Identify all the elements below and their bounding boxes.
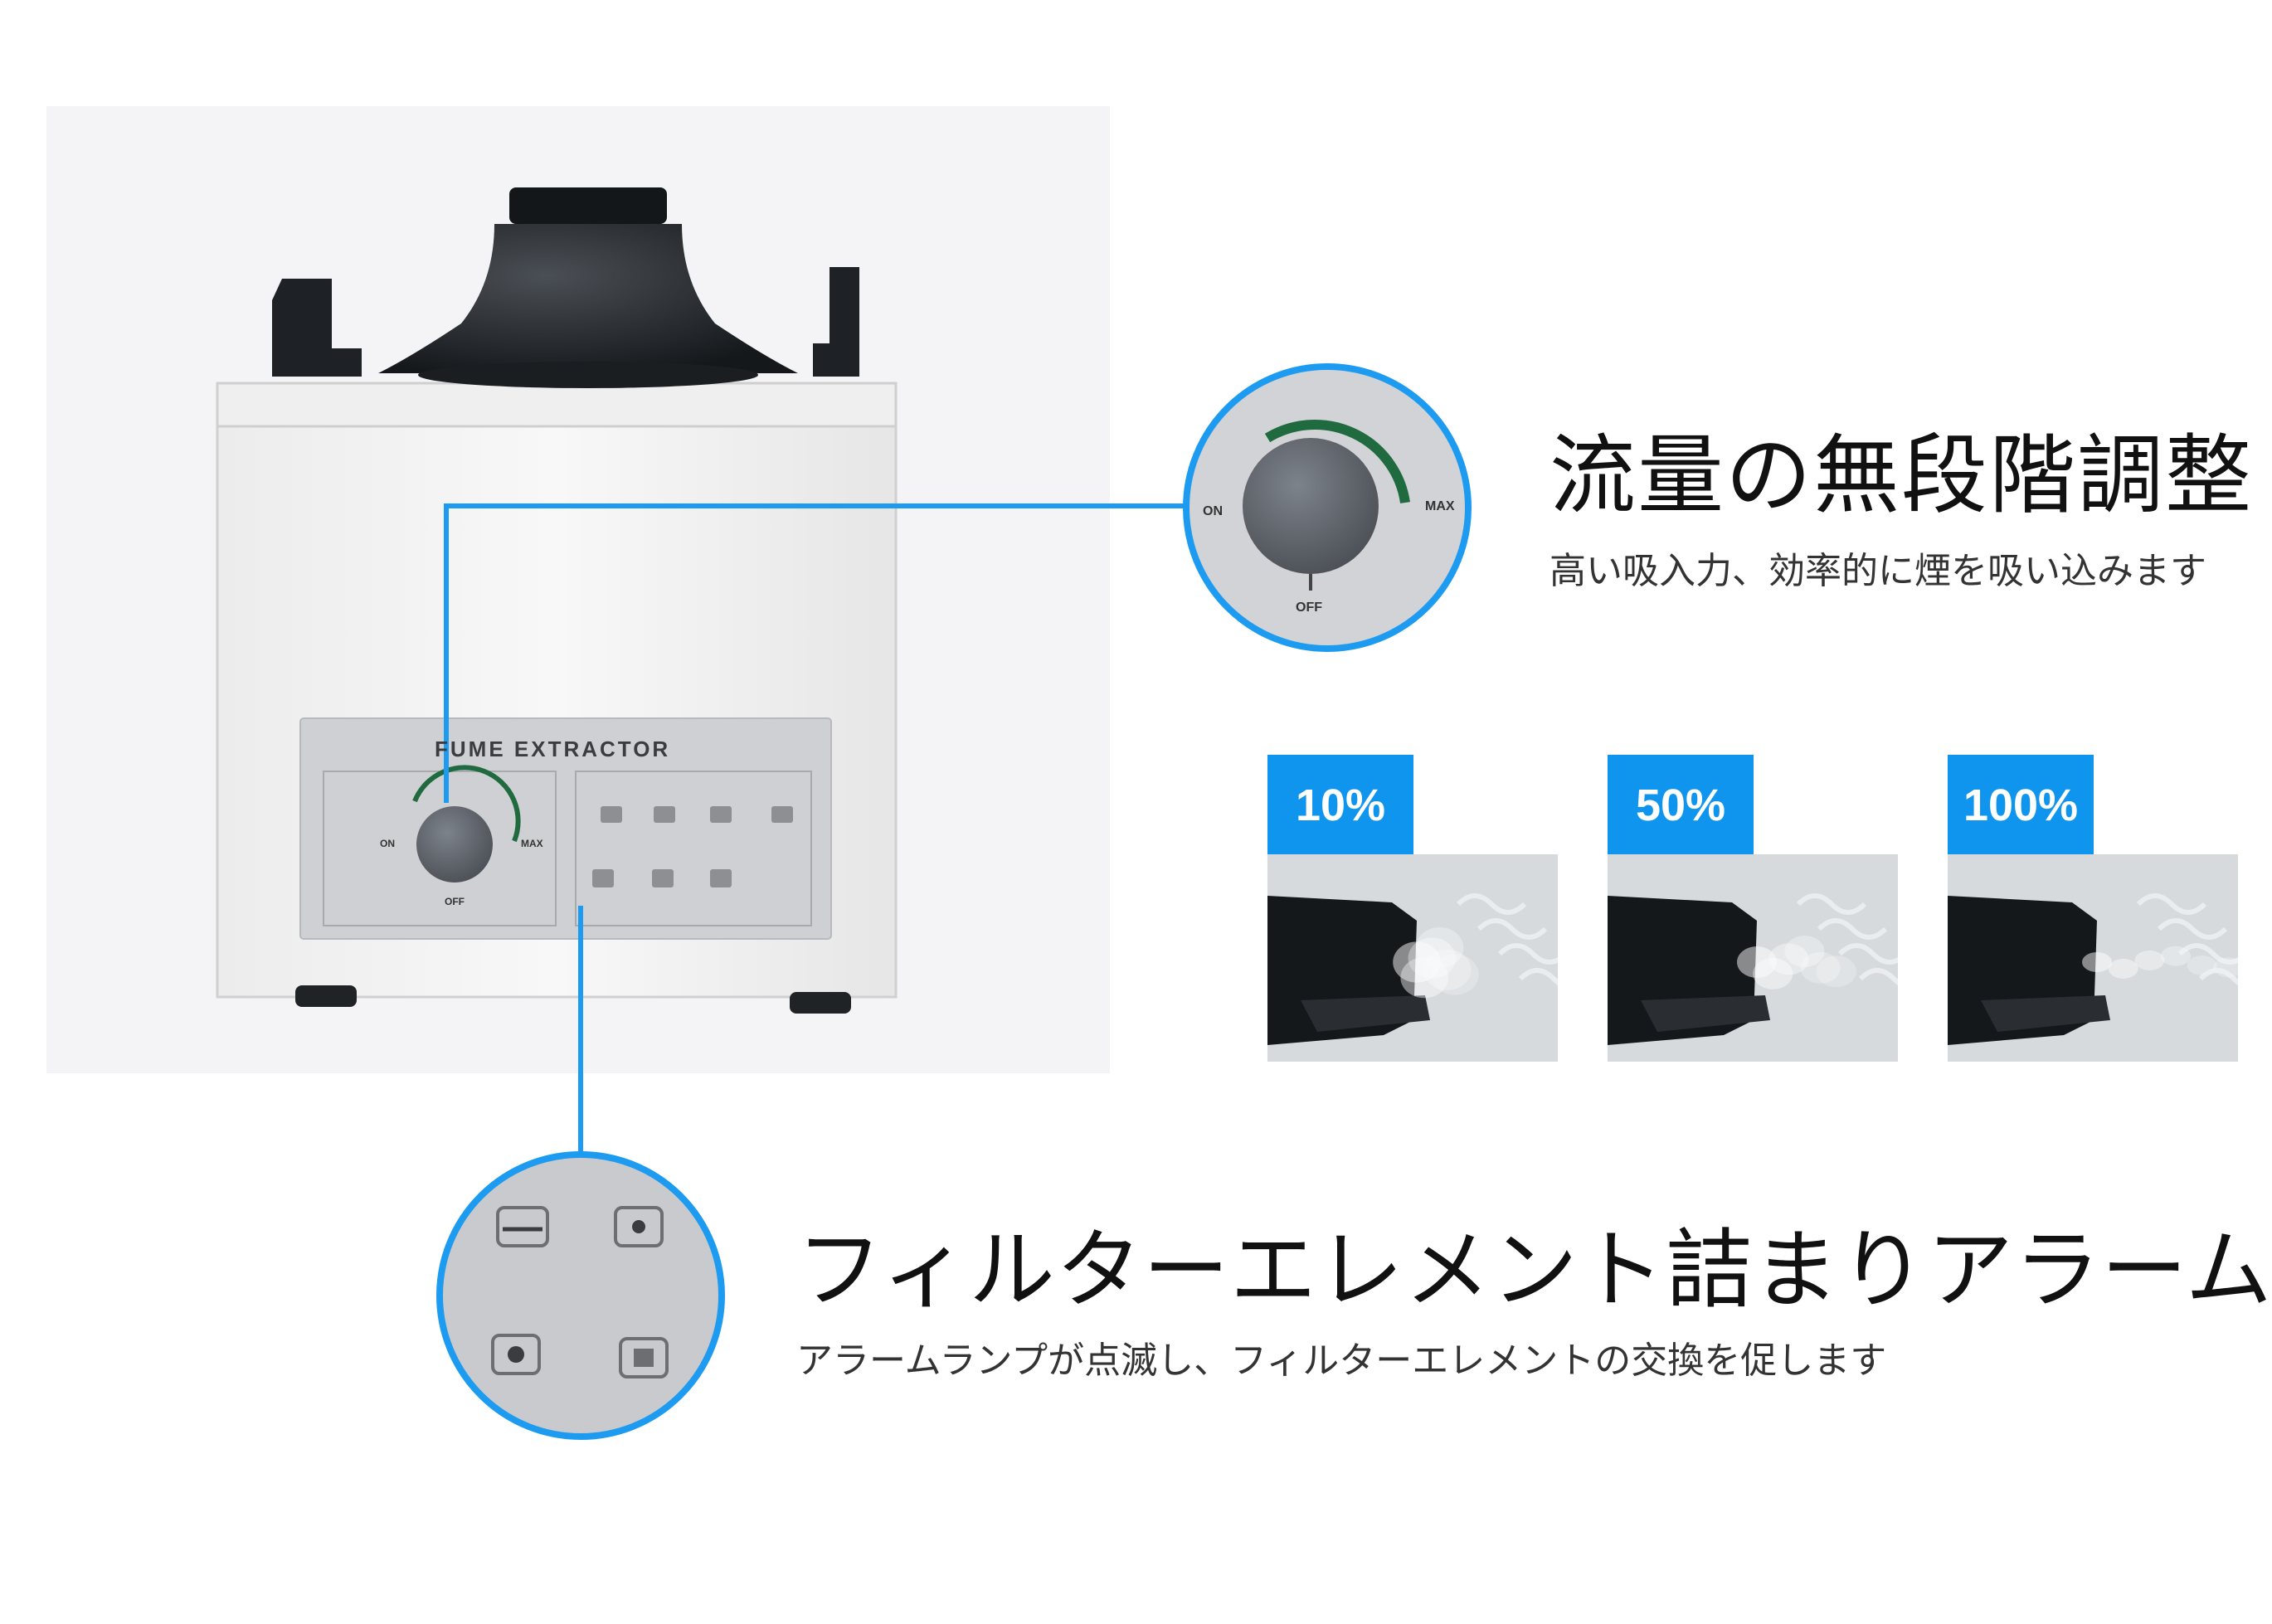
panel-label: FUME EXTRACTOR <box>435 737 671 761</box>
flow-adjust-title: 流量の無段階調整 <box>1550 425 2254 526</box>
smoke-photo <box>1267 854 1558 1062</box>
level-card-100: 100% <box>1948 755 2238 1062</box>
filter-alarm-title: フィルターエレメント詰まりアラーム <box>796 1219 2272 1320</box>
zoom-on-label: ON <box>1203 504 1223 518</box>
fume-extractor-device <box>216 187 898 1014</box>
smoke-icon <box>1393 926 1479 999</box>
filter-icon <box>496 1206 549 1247</box>
level-card-10: 10% <box>1267 755 1558 1062</box>
level-card-50: 50% <box>1608 755 1898 1062</box>
knob-on-label: ON <box>380 838 395 849</box>
alarm-panel-zoom-callout <box>436 1151 725 1440</box>
level-badge: 100% <box>1948 755 2094 856</box>
smoke-photo <box>1948 854 2238 1062</box>
smoke-icon <box>1737 936 1856 989</box>
callout-lines <box>444 503 1186 1160</box>
zoom-max-label: MAX <box>1425 499 1455 513</box>
flow-adjust-subtitle: 高い吸入力、効率的に煙を吸い込みます <box>1550 550 2206 592</box>
level-badge: 10% <box>1267 755 1413 856</box>
smoke-photo <box>1608 854 1898 1062</box>
dial-zoom-callout <box>1183 363 1472 652</box>
fan-icon <box>614 1206 664 1247</box>
knob-off-label: OFF <box>445 896 465 907</box>
zoom-off-label: OFF <box>1296 600 1322 615</box>
knob-max-label: MAX <box>521 838 543 849</box>
timer-icon <box>619 1337 669 1378</box>
leaf-icon <box>491 1334 541 1375</box>
filter-alarm-subtitle: アラームランプが点滅し、フィルターエレメントの交換を促します <box>796 1340 1887 1382</box>
level-badge: 50% <box>1608 755 1754 856</box>
